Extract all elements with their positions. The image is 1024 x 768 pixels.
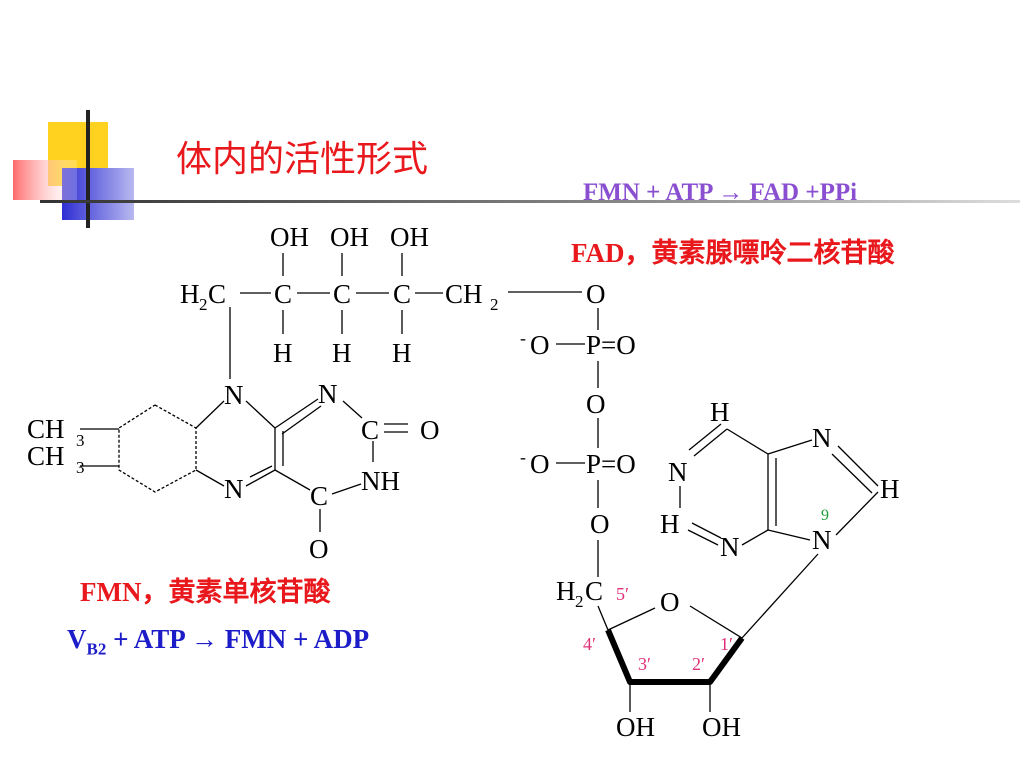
ch2-subscript: 2 <box>490 295 499 314</box>
chain-h-1: H <box>273 338 293 368</box>
bridge-o: O <box>586 389 606 419</box>
ribose-h2c-subscript: 2 <box>575 592 584 611</box>
fmn-full-name: ，黄素单核苷酸 <box>141 577 331 608</box>
n-5: N <box>224 474 244 504</box>
ribose-oh-2: OH <box>702 712 741 742</box>
slide-decoration <box>13 110 1020 228</box>
vb2-v: V <box>67 624 87 654</box>
h2c-subscript: 2 <box>199 295 208 314</box>
adenine-position-9: 9 <box>821 507 829 524</box>
vb2-activation-equation: VB2 + ATP → FMN + ADP <box>67 622 369 666</box>
oh-2: OH <box>330 222 369 252</box>
c-4: C <box>310 481 328 511</box>
ch3-2-subscript: 3 <box>76 458 85 477</box>
fmn-label: FMN，黄素单核苷酸 <box>80 575 330 610</box>
fad-synthesis-equation: FMN + ATP → FAD +PPi <box>583 179 858 206</box>
adenine-n-7: N <box>812 423 832 453</box>
prime-4: 4′ <box>583 634 596 654</box>
phosphate-1-minus: - <box>520 328 526 348</box>
ribose-h2c-c: C <box>585 576 603 606</box>
o-4: O <box>309 534 329 564</box>
ch3-1: CH <box>27 414 65 444</box>
ribose-bold-edges <box>605 628 745 685</box>
deco-red-square <box>13 160 77 200</box>
structure-bonds <box>80 253 879 712</box>
adenine-h-top: H <box>710 397 730 427</box>
ribose-h2c-h: H <box>556 576 576 606</box>
vb2-equation-rest: + ATP → FMN + ADP <box>106 624 370 654</box>
prime-3: 3′ <box>638 654 651 674</box>
prime-2: 2′ <box>692 654 705 674</box>
chain-c-2: C <box>333 279 351 309</box>
fad-full-name: ，黄素腺嘌呤二核苷酸 <box>624 238 895 269</box>
ribose-oh-3: OH <box>616 712 655 742</box>
structure-atoms: OH OH OH H 2 C C C C CH 2 H H H O - O P=… <box>27 222 900 742</box>
phosphate-2: P=O <box>586 449 636 479</box>
h2c-h: H <box>180 279 200 309</box>
phosphate-2-minus: - <box>520 447 526 467</box>
n-10: N <box>224 380 244 410</box>
ester-o-1: O <box>586 279 606 309</box>
deco-horizontal-line <box>40 200 1020 203</box>
phosphate-1: P=O <box>586 330 636 360</box>
slide-title: 体内的活性形式 <box>176 139 429 180</box>
chain-h-2: H <box>332 338 352 368</box>
chain-h-3: H <box>392 338 412 368</box>
adenine-h-8: H <box>880 474 900 504</box>
fmn-abbrev: FMN <box>80 577 142 607</box>
oh-1: OH <box>270 222 309 252</box>
ch3-1-subscript: 3 <box>76 431 85 450</box>
fad-label: FAD，黄素腺嘌呤二核苷酸 <box>571 236 895 271</box>
vb2-subscript: B2 <box>86 639 107 659</box>
adenine-n-9: N <box>812 525 832 555</box>
ribose-ring-o: O <box>660 587 680 617</box>
adenine-n-3: N <box>720 532 740 562</box>
phosphate-1-o: O <box>530 330 550 360</box>
chain-c-3: C <box>393 279 411 309</box>
deco-vertical-line <box>86 110 90 228</box>
n-1: N <box>318 379 338 409</box>
fad-abbrev: FAD <box>571 238 625 268</box>
prime-1: 1′ <box>720 634 733 654</box>
ch3-2: CH <box>27 441 65 471</box>
ester-o-2: O <box>590 509 610 539</box>
phosphate-2-o: O <box>530 449 550 479</box>
prime-5: 5′ <box>616 584 629 604</box>
ch2-ch: CH <box>445 279 483 309</box>
nh-3: NH <box>361 466 400 496</box>
o-2: O <box>420 415 440 445</box>
chain-c-1: C <box>274 279 292 309</box>
c-2: C <box>361 415 379 445</box>
adenine-h-2: H <box>660 509 680 539</box>
h2c-c: C <box>208 279 226 309</box>
adenine-n-1: N <box>668 457 688 487</box>
oh-3: OH <box>390 222 429 252</box>
